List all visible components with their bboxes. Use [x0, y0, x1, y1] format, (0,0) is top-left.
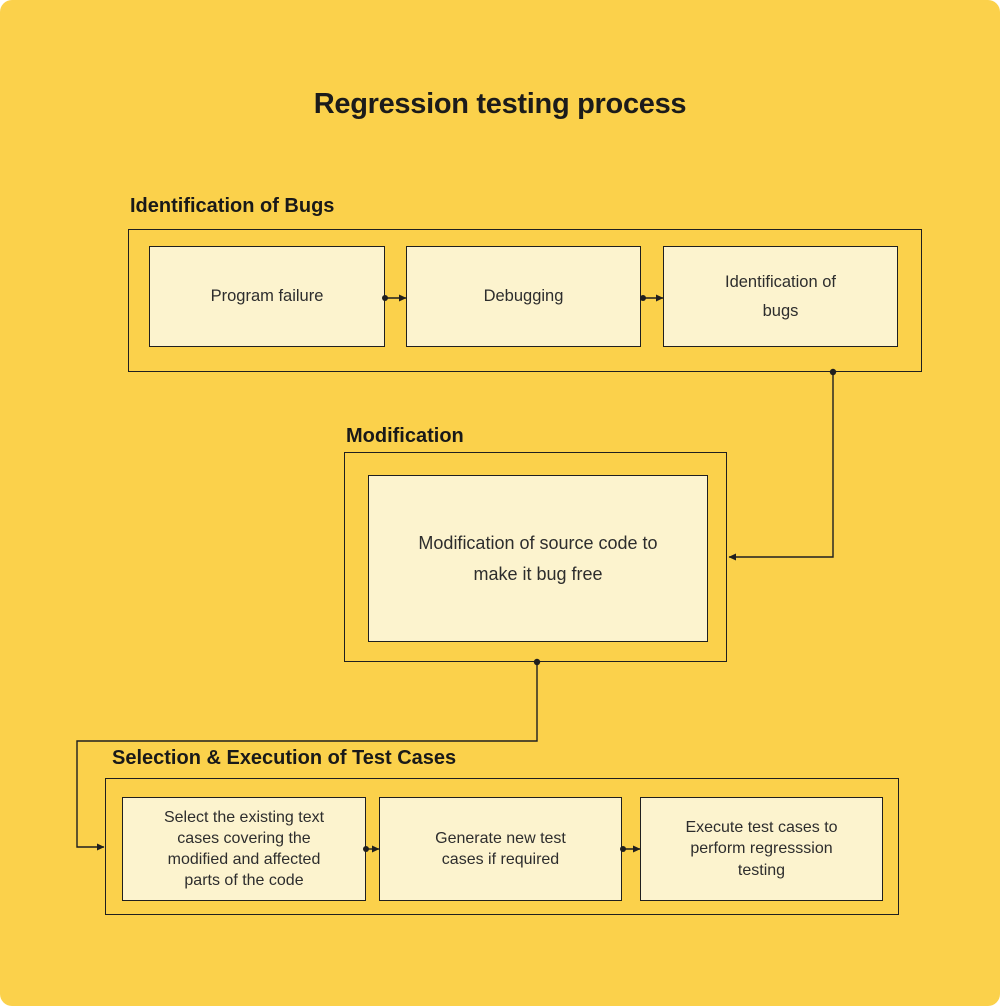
- section-label-modification: Modification: [346, 425, 464, 447]
- section-container-selection-execution: Select the existing text cases covering …: [105, 778, 899, 915]
- node-debugging-text: Debugging: [483, 287, 564, 306]
- node-select-existing-cases-text: Select the existing text cases covering …: [163, 808, 325, 890]
- page-title: Regression testing process: [313, 88, 687, 120]
- node-select-existing-cases: Select the existing text cases covering …: [122, 797, 366, 901]
- section-container-identification-of-bugs: Program failure Debugging Identification…: [128, 229, 922, 372]
- node-program-failure: Program failure: [149, 246, 385, 347]
- section-container-modification: Modification of source code to make it b…: [344, 452, 727, 662]
- section-label-selection-execution: Selection & Execution of Test Cases: [112, 747, 457, 769]
- node-identification-of-bugs-text: Identification of bugs: [725, 273, 836, 320]
- node-modification-of-source-code: Modification of source code to make it b…: [368, 475, 708, 642]
- connector-identification-to-modification: [728, 368, 837, 561]
- node-execute-test-cases: Execute test cases to perform regresssio…: [640, 797, 883, 901]
- node-execute-test-cases-text: Execute test cases to perform regresssio…: [685, 819, 838, 879]
- node-generate-new-test-cases: Generate new test cases if required: [379, 797, 622, 901]
- node-generate-new-test-cases-text: Generate new test cases if required: [435, 829, 566, 868]
- node-program-failure-text: Program failure: [210, 287, 324, 306]
- node-debugging: Debugging: [406, 246, 641, 347]
- node-modification-text: Modification of source code to make it b…: [418, 533, 658, 584]
- node-identification-of-bugs: Identification of bugs: [663, 246, 898, 347]
- section-label-identification-of-bugs: Identification of Bugs: [130, 195, 335, 217]
